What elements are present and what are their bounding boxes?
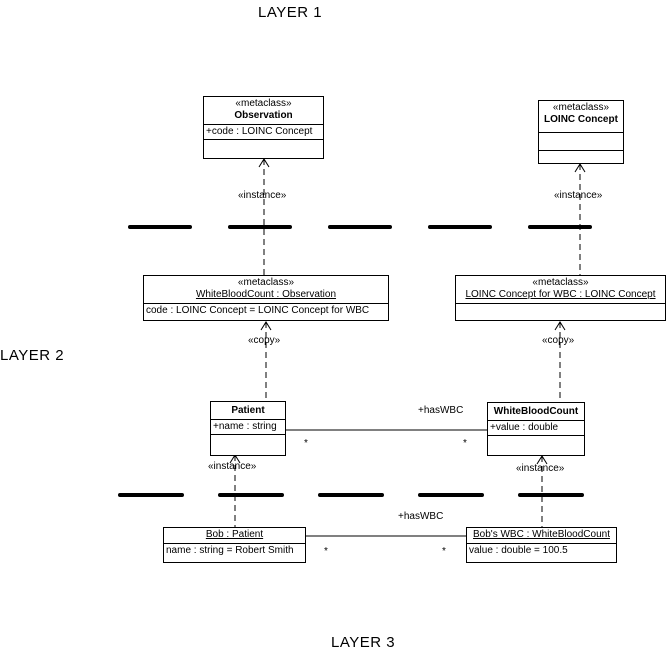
object-header: Bob : Patient (164, 528, 305, 544)
class-header: «metaclass» LOINC Concept (539, 101, 623, 133)
class-loinc-concept-for-wbc[interactable]: «metaclass» LOINC Concept for WBC : LOIN… (455, 275, 666, 321)
class-attribute: +value : double (488, 421, 584, 436)
stereotype: «metaclass» (532, 277, 589, 288)
arrowhead (260, 321, 272, 331)
multiplicity-wbc: * (463, 438, 467, 449)
object-bob[interactable]: Bob : Patient name : string = Robert Smi… (163, 527, 306, 563)
object-attribute: name : string = Robert Smith (166, 545, 294, 556)
arrowhead (536, 455, 548, 465)
object-bobs-wbc[interactable]: Bob's WBC : WhiteBloodCount value : doub… (466, 527, 617, 563)
instance-label-observation: «instance» (238, 190, 287, 201)
class-name: LOINC Concept for WBC : LOINC Concept (465, 289, 656, 300)
multiplicity-patient: * (304, 438, 308, 449)
class-header: WhiteBloodCount (488, 403, 584, 421)
object-attribute: value : double = 100.5 (469, 545, 568, 556)
object-name: Bob : Patient (205, 529, 264, 540)
multiplicity-bobs-wbc: * (442, 546, 446, 557)
class-attribute: code : LOINC Concept = LOINC Concept for… (146, 305, 370, 316)
class-attribute: +code : LOINC Concept (204, 125, 323, 140)
class-name: WhiteBloodCount (493, 406, 579, 417)
class-wbc-observation[interactable]: «metaclass» WhiteBloodCount : Observatio… (143, 275, 389, 321)
class-patient[interactable]: Patient +name : string (210, 401, 286, 456)
instance-label-loinc: «instance» (554, 190, 603, 201)
class-white-blood-count[interactable]: WhiteBloodCount +value : double (487, 402, 585, 456)
class-loinc-concept[interactable]: «metaclass» LOINC Concept (538, 100, 624, 164)
object-header: Bob's WBC : WhiteBloodCount (467, 528, 616, 544)
class-header: «metaclass» WhiteBloodCount : Observatio… (144, 276, 388, 304)
copy-label-wbc: «copy» (248, 335, 281, 346)
multiplicity-bob: * (324, 546, 328, 557)
association-label-objects: +hasWBC (398, 511, 444, 522)
object-name: Bob's WBC : WhiteBloodCount (473, 529, 610, 540)
class-attribute: +name : string (211, 420, 285, 435)
layer-2-label: LAYER 2 (0, 347, 65, 364)
association-label-classes: +hasWBC (418, 405, 464, 416)
class-header: Patient (211, 402, 285, 420)
class-attribute-empty (539, 133, 623, 151)
stereotype: «metaclass» (235, 98, 292, 109)
class-name: WhiteBloodCount : Observation (195, 289, 337, 300)
class-header: «metaclass» Observation (204, 97, 323, 125)
arrowhead (574, 163, 586, 173)
class-name: Patient (231, 405, 265, 416)
copy-label-loinc-wbc: «copy» (542, 335, 575, 346)
stereotype: «metaclass» (552, 102, 610, 113)
layer-1-label: LAYER 1 (258, 4, 323, 21)
arrowhead (554, 321, 566, 331)
instance-label-patient: «instance» (208, 461, 257, 472)
arrowhead (258, 158, 270, 168)
stereotype: «metaclass» (237, 277, 295, 288)
class-name: LOINC Concept (544, 114, 618, 125)
class-observation[interactable]: «metaclass» Observation +code : LOINC Co… (203, 96, 324, 159)
instance-label-wbc: «instance» (516, 463, 565, 474)
class-header: «metaclass» LOINC Concept for WBC : LOIN… (456, 276, 665, 304)
class-name: Observation (234, 110, 293, 121)
layer-3-label: LAYER 3 (331, 634, 396, 651)
